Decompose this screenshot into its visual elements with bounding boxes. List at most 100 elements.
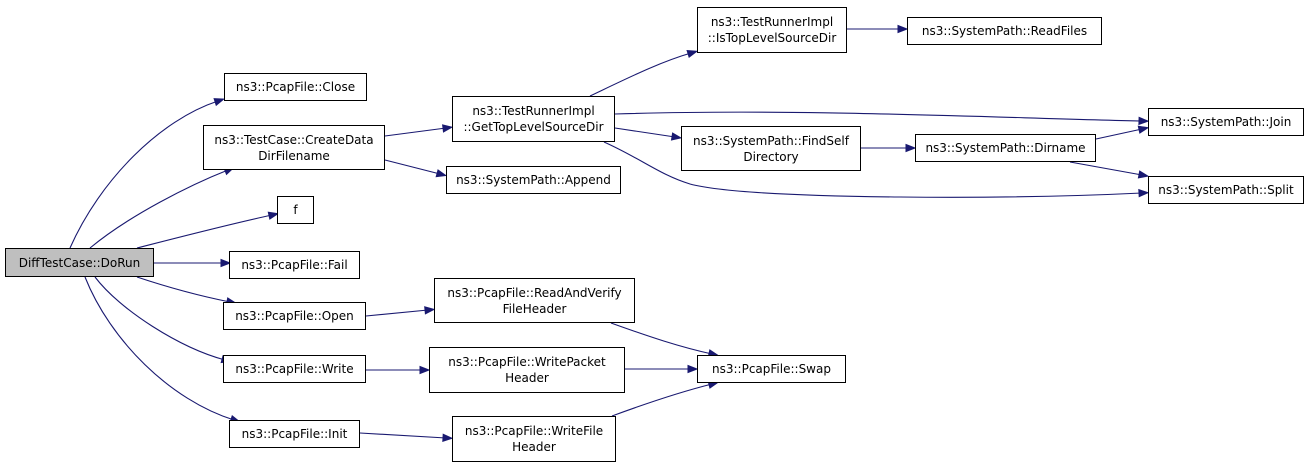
arrowhead-icon: [435, 169, 448, 178]
edge-line: [69, 100, 219, 249]
node-label-line: Header: [512, 440, 556, 454]
edge-findSelf-to-dirname: [861, 143, 917, 153]
edge-line: [610, 322, 713, 355]
node-systempath-dirname[interactable]: ns3::SystemPath::Dirname: [915, 134, 1096, 162]
arrowhead-icon: [213, 98, 226, 107]
node-systempath-append[interactable]: ns3::SystemPath::Append: [446, 166, 621, 194]
node-pcapfile-writepacketheader[interactable]: ns3::PcapFile::WritePacket Header: [429, 347, 625, 393]
edge-doRun-to-f: [136, 211, 280, 249]
node-label-line: ::GetTopLevelSourceDir: [463, 120, 604, 134]
edge-doRun-to-fail: [154, 258, 232, 268]
node-label-line: ::IsTopLevelSourceDir: [707, 31, 837, 45]
edge-getTop-to-isTop: [589, 49, 699, 97]
node-pcapfile-open[interactable]: ns3::PcapFile::Open: [223, 302, 366, 330]
arrowhead-icon: [670, 132, 683, 141]
arrowhead-icon: [1137, 170, 1150, 179]
edge-getTop-to-split: [603, 141, 1150, 198]
edge-line: [94, 276, 226, 361]
edge-line: [136, 276, 231, 303]
node-pcapfile-close[interactable]: ns3::PcapFile::Close: [224, 73, 367, 101]
edge-line: [359, 432, 447, 439]
node-pcapfile-readandverifyfileheader[interactable]: ns3::PcapFile::ReadAndVerify FileHeader: [434, 278, 635, 323]
node-label-line: Directory: [743, 149, 799, 164]
node-label-line: ns3::SystemPath::ReadFiles: [921, 24, 1088, 38]
node-label-line: ns3::PcapFile::WritePacket: [448, 355, 606, 369]
edge-getTop-to-findSelf: [614, 127, 683, 141]
arrowhead-icon: [220, 258, 232, 268]
node-pcapfile-swap[interactable]: ns3::PcapFile::Swap: [697, 355, 846, 383]
node-label-line: ns3::SystemPath::Append: [456, 173, 611, 187]
arrowhead-icon: [1137, 125, 1150, 134]
edge-writeFile-to-swap: [611, 380, 720, 417]
edge-writePacket-to-swap: [625, 364, 699, 374]
edge-doRun-to-write: [94, 276, 233, 364]
edge-dirname-to-split: [1069, 161, 1150, 179]
edge-open-to-readVerify: [365, 306, 436, 317]
node-systempath-findselfdirectory[interactable]: ns3::SystemPath::FindSelf Directory: [681, 126, 861, 171]
arrowhead-icon: [442, 124, 454, 133]
edge-createData-to-getTop: [384, 124, 454, 137]
node-label-line: ns3::TestRunnerImpl: [472, 104, 595, 118]
arrowhead-icon: [1138, 116, 1150, 126]
node-pcapfile-init[interactable]: ns3::PcapFile::Init: [229, 420, 360, 448]
node-label-line: DirFilename: [258, 148, 330, 163]
node-label-line: ns3::PcapFile::ReadAndVerify: [447, 285, 622, 300]
node-label-line: ns3::TestRunnerImpl: [710, 15, 834, 29]
edge-isTop-to-readFiles: [847, 24, 909, 34]
node-label-line: Header: [505, 371, 549, 385]
edge-dirname-to-join: [1095, 125, 1150, 140]
arrowhead-icon: [267, 211, 280, 220]
arrowhead-icon: [442, 433, 454, 443]
node-testrunnerimpl-gettoplevelsourcedir[interactable]: ns3::TestRunnerImpl ::GetTopLevelSourceD…: [452, 96, 615, 142]
node-systempath-join[interactable]: ns3::SystemPath::Join: [1148, 108, 1304, 136]
arrowhead-icon: [424, 306, 436, 315]
edge-readVerify-to-swap: [610, 322, 720, 358]
node-label-line: ns3::PcapFile::Open: [235, 309, 354, 323]
node-label-line: f: [293, 203, 298, 217]
node-label-line: ns3::PcapFile::Fail: [241, 258, 348, 272]
edge-doRun-to-open: [136, 276, 238, 306]
edge-line: [614, 111, 1143, 122]
node-testcase-createdatadirfilename[interactable]: ns3::TestCase::CreateData DirFilename: [203, 125, 385, 170]
arrowhead-icon: [687, 364, 699, 374]
arrowhead-icon: [419, 365, 431, 375]
edge-line: [384, 159, 441, 175]
edge-write-to-writePacket: [366, 365, 431, 375]
node-label-line: FileHeader: [502, 301, 567, 316]
edge-line: [1069, 161, 1143, 176]
edge-line: [614, 127, 676, 138]
node-systempath-split[interactable]: ns3::SystemPath::Split: [1148, 176, 1304, 204]
node-testrunnerimpl-istoplevelsourcedir[interactable]: ns3::TestRunnerImpl ::IsTopLevelSourceDi…: [697, 7, 847, 53]
edge-line: [89, 169, 229, 249]
edge-getTop-to-join: [614, 111, 1150, 126]
node-label-line: ns3::TestCase::CreateData: [214, 132, 374, 147]
arrowhead-icon: [686, 49, 699, 59]
node-difftestcase-dorun: DiffTestCase::DoRun: [5, 248, 154, 277]
node-systempath-readfiles[interactable]: ns3::SystemPath::ReadFiles: [907, 17, 1102, 45]
node-label-line: ns3::SystemPath::Join: [1160, 115, 1292, 129]
node-label-line: ns3::PcapFile::Close: [235, 80, 356, 94]
node-label-line: ns3::PcapFile::Swap: [712, 362, 831, 376]
edge-line: [84, 276, 235, 421]
node-pcapfile-fail[interactable]: ns3::PcapFile::Fail: [229, 251, 360, 279]
node-pcapfile-write[interactable]: ns3::PcapFile::Write: [223, 355, 366, 383]
node-label-line: ns3::SystemPath::Dirname: [925, 141, 1086, 155]
node-pcapfile-writefileheader[interactable]: ns3::PcapFile::WriteFile Header: [452, 416, 616, 462]
arrowhead-icon: [1138, 188, 1150, 198]
edge-createData-to-append: [384, 159, 448, 178]
edge-line: [1095, 128, 1143, 140]
arrowhead-icon: [897, 24, 909, 34]
node-f[interactable]: f: [277, 196, 314, 224]
node-label-line: ns3::SystemPath::FindSelf: [693, 133, 849, 148]
edge-line: [136, 214, 273, 249]
node-label-line: ns3::PcapFile::Init: [241, 427, 348, 441]
arrowhead-icon: [905, 143, 917, 153]
edge-line: [603, 141, 1143, 198]
edge-doRun-to-close: [69, 98, 226, 249]
edge-line: [384, 127, 447, 137]
edge-line: [589, 52, 692, 97]
node-label-line: ns3::SystemPath::Split: [1158, 183, 1294, 197]
edge-line: [365, 309, 429, 317]
